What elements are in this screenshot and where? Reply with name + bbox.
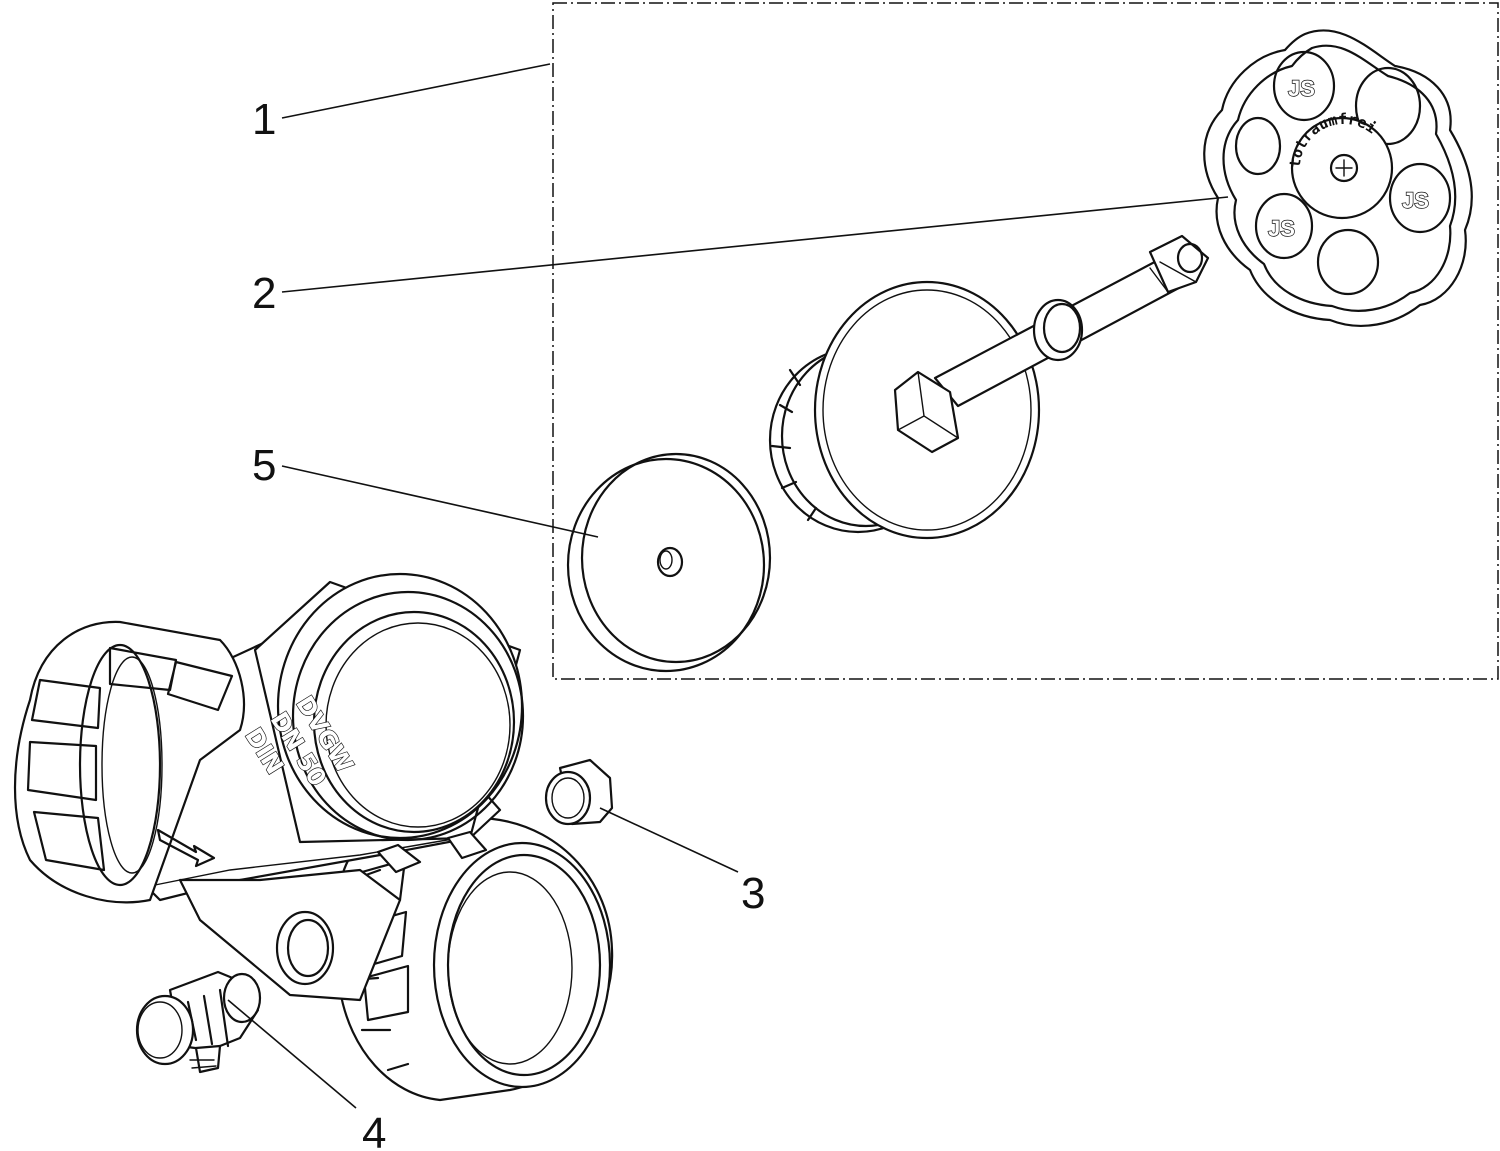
leader-line-1 bbox=[281, 63, 551, 119]
valve-body bbox=[13, 572, 614, 1102]
handwheel: JS JS JS totraumfrei bbox=[1203, 29, 1473, 327]
callout-2: 2 bbox=[252, 269, 276, 318]
leader-line-3 bbox=[599, 807, 739, 873]
handwheel-logo: JS bbox=[1288, 76, 1315, 101]
callout-3: 3 bbox=[741, 869, 765, 918]
spindle-bonnet bbox=[768, 234, 1210, 540]
elbow-fitting bbox=[135, 970, 262, 1074]
assembly-frame bbox=[552, 2, 1499, 680]
callout-5: 5 bbox=[252, 441, 276, 490]
callout-1: 1 bbox=[252, 95, 276, 144]
leader-line-5 bbox=[281, 465, 599, 538]
handwheel-logo: JS bbox=[1402, 188, 1429, 213]
plug-fitting bbox=[544, 758, 614, 826]
handwheel-logo: JS bbox=[1268, 216, 1295, 241]
callout-4: 4 bbox=[362, 1109, 386, 1151]
disc-washer bbox=[566, 452, 772, 673]
leader-line-4 bbox=[227, 999, 357, 1109]
leader-line-2 bbox=[281, 196, 1229, 293]
